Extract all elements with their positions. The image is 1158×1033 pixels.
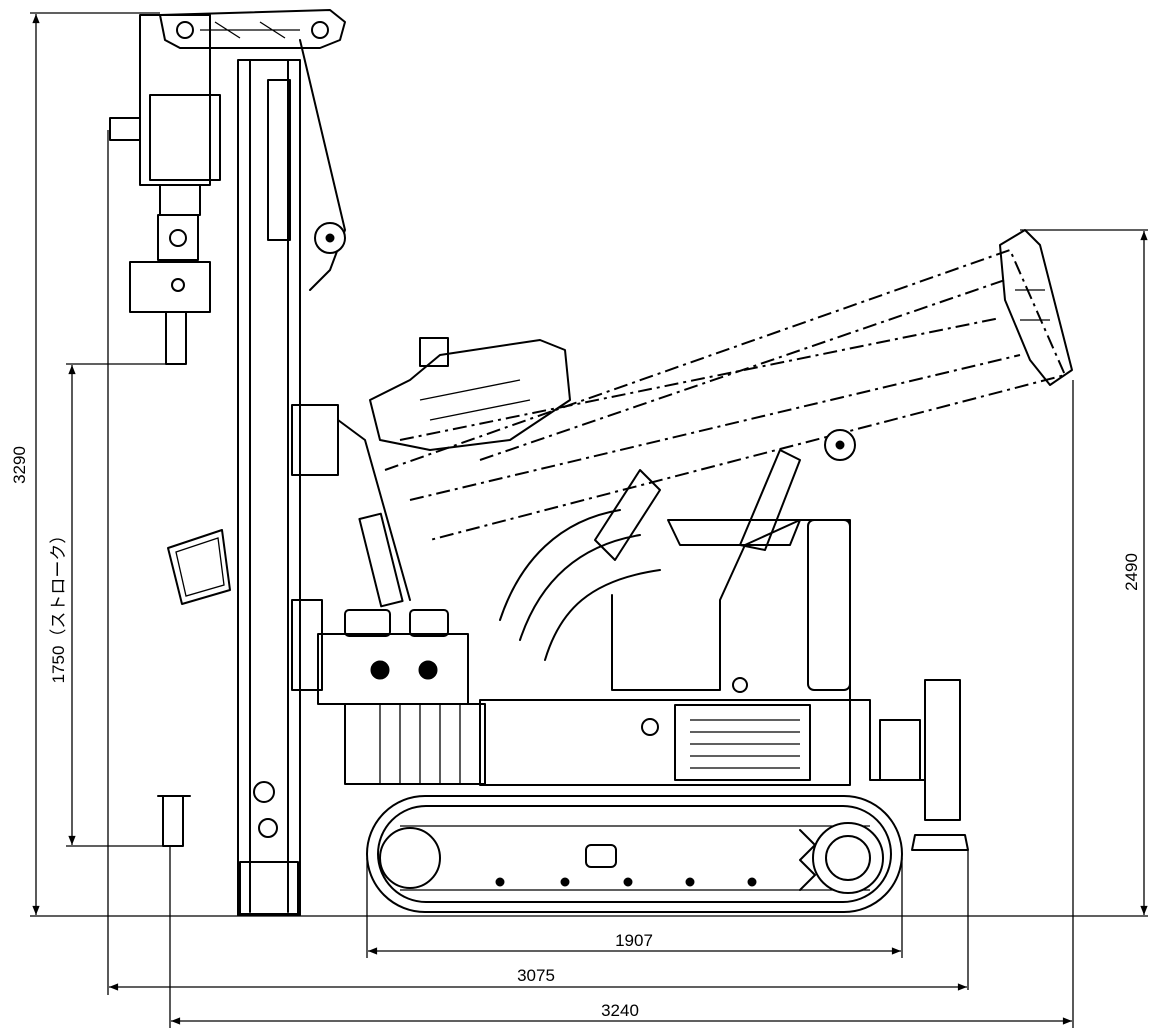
- drill-rod-chuck: [165, 311, 187, 365]
- mast-top-sheave: [159, 9, 346, 49]
- tilted-rotary-head: [369, 339, 571, 451]
- vertical-mast: [109, 9, 411, 916]
- idler-wheel: [379, 827, 441, 889]
- label-overall-height: 3290: [10, 446, 29, 484]
- label-max-length: 3240: [601, 1001, 639, 1020]
- engine-cover: [674, 704, 811, 781]
- track-outer: [366, 795, 903, 913]
- lower-rod-holder: [162, 795, 184, 847]
- label-stroke: 1750（ストローク）: [49, 527, 68, 684]
- crawler-track: [366, 795, 903, 913]
- dimensions: 3290 1750（ストローク） 2490 1907 3075 3240: [10, 12, 1148, 1028]
- label-crawler-length: 1907: [615, 931, 653, 950]
- label-tilt-height: 2490: [1122, 553, 1141, 591]
- rear-outrigger: [924, 679, 961, 821]
- tilted-mast-transport: [369, 229, 1073, 541]
- label-overall-length: 3075: [517, 966, 555, 985]
- tool-plate: [167, 529, 231, 605]
- lift-cylinder: [594, 469, 661, 561]
- tilted-mast-head: [999, 229, 1073, 386]
- front-valve-block: [317, 633, 469, 705]
- operator-canopy: [611, 519, 851, 701]
- engine-housing: [479, 699, 851, 786]
- base-machine: [317, 449, 969, 851]
- rotary-head-gearbox: [129, 261, 211, 313]
